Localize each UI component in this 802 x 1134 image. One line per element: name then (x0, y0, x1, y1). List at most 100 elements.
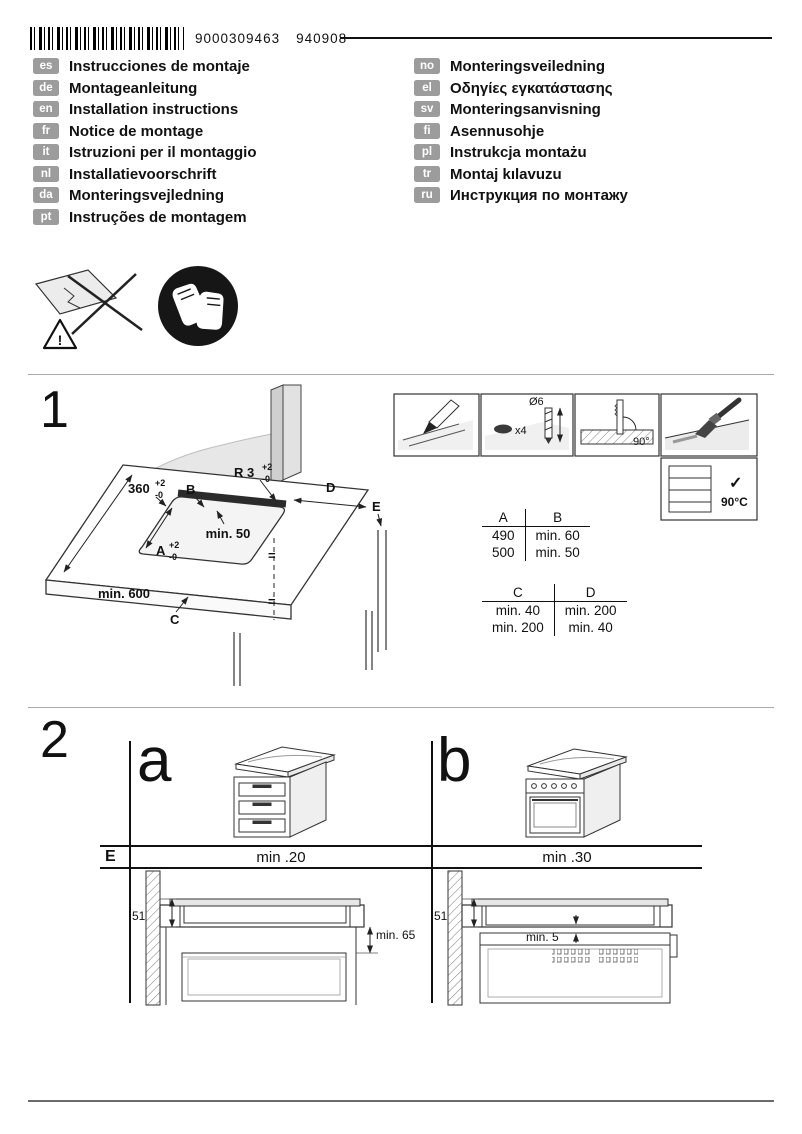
equals-mark: = (268, 594, 276, 609)
clearance-a: min. 65 (376, 928, 416, 942)
language-code-badge: ru (414, 187, 440, 203)
label-a-tol-plus: +2 (169, 540, 179, 550)
table-cell: min. 40 (482, 601, 555, 619)
check-mark: ✓ (729, 475, 742, 492)
vent-slots (552, 948, 592, 964)
variant-a-min-value: min .20 (256, 849, 306, 866)
saw-cut-detail: 90° (580, 399, 654, 448)
scribe-line-detail (398, 399, 473, 450)
table-ab: A B 490 min. 60 500 min. 50 (482, 509, 590, 561)
label-e: E (372, 499, 381, 514)
worktop-thickness-a: 51 (132, 909, 146, 923)
cross-section-a: 51 min. 65 (132, 870, 416, 1006)
language-label: Asennusohje (450, 122, 545, 140)
barcode (30, 27, 184, 50)
table-row: 490 min. 60 (482, 526, 590, 544)
table-cd-col2: D (554, 584, 627, 602)
table-cd-header: C D (482, 584, 627, 602)
language-row: nl Installatievoorschrift (33, 165, 217, 183)
variant-a-label: a (137, 726, 172, 795)
wear-gloves-icon (158, 266, 238, 346)
equals-mark: = (268, 548, 276, 563)
language-label: Instruções de montagem (69, 208, 247, 226)
language-label: Monteringsvejledning (69, 186, 225, 204)
seal-edge-detail (664, 397, 750, 450)
e-row-top-line (100, 845, 702, 847)
language-label: Instrucciones de montaje (69, 57, 250, 75)
table-cell: 490 (482, 526, 526, 544)
step2-number: 2 (40, 711, 69, 769)
safety-icons: ! (34, 266, 238, 350)
oven-drawing (525, 748, 628, 838)
step2-cabinet-drawings (233, 746, 628, 838)
wall-corner (270, 384, 302, 487)
temperature-label: 90°C (721, 495, 748, 509)
language-code-badge: da (33, 187, 59, 203)
language-label: Istruzioni per il montaggio (69, 143, 257, 161)
language-label: Monteringsanvisning (450, 100, 601, 118)
language-label: Montaj kılavuzu (450, 165, 562, 183)
language-code-badge: es (33, 58, 59, 74)
variant-a-border (129, 741, 131, 1003)
vent-slots (598, 948, 638, 964)
hole-diameter-label: Ø6 (529, 396, 544, 408)
variant-b-min-value: min .30 (542, 849, 592, 866)
table-cell: min. 40 (568, 620, 613, 635)
table-ab-col2: B (525, 509, 590, 527)
language-label: Installatievoorschrift (69, 165, 217, 183)
table-cd: C D min. 40 min. 200 min. 200 min. 40 (482, 584, 627, 636)
language-row: pl Instrukcja montażu (414, 143, 587, 161)
min50-label: min. 50 (206, 526, 251, 541)
dimension-labels: 360 +2 -0 B R 3 +2 -0 D E min. 50 A +2 -… (98, 462, 381, 627)
cabinet-legs (233, 530, 387, 686)
language-row: da Monteringsvejledning (33, 186, 224, 204)
language-code-badge: nl (33, 166, 59, 182)
section-divider (28, 707, 774, 708)
step2-cross-sections: 51 min. 65 51 min. 5 (132, 870, 678, 1006)
language-code-badge: pl (414, 144, 440, 160)
language-code-badge: de (33, 80, 59, 96)
table-row: 500 min. 50 (482, 544, 590, 561)
radius-label: R 3 (234, 465, 254, 480)
cross-section-b: 51 min. 5 (434, 870, 678, 1006)
label-d: D (326, 480, 335, 495)
step1-detail-boxes: Ø6 x4 90° ✓ 90°C (393, 393, 758, 521)
step1-number: 1 (40, 381, 69, 439)
language-row: es Instrucciones de montaje (33, 57, 250, 75)
header-rule (340, 37, 772, 39)
language-row: sv Monteringsanvisning (414, 100, 601, 118)
language-label: Notice de montage (69, 122, 204, 140)
language-code-badge: sv (414, 101, 440, 117)
label-c: C (170, 612, 180, 627)
table-cell: min. 60 (535, 528, 580, 543)
label-a-tol-minus: -0 (169, 552, 177, 562)
step1-cutout-drawing: 360 +2 -0 B R 3 +2 -0 D E min. 50 A +2 -… (44, 384, 387, 686)
language-label: Instrukcja montażu (450, 143, 587, 161)
label-a: A (156, 543, 166, 558)
language-code-badge: it (33, 144, 59, 160)
worktop-thickness-b: 51 (434, 909, 448, 923)
language-label: Οδηγίες εγκατάστασης (450, 79, 613, 97)
drill-holes-detail: Ø6 x4 (485, 396, 569, 450)
clearance-b: min. 5 (526, 930, 559, 944)
dimension-lines (63, 474, 383, 620)
warning-exclamation: ! (58, 332, 63, 348)
barcode-number-main: 9000309463 (195, 31, 281, 46)
table-cell: min. 200 (482, 619, 555, 636)
worktop-cutout (138, 489, 287, 565)
dim-360-tol-minus: -0 (155, 490, 163, 500)
min600-label: min. 600 (98, 586, 150, 601)
e-row-label: E (105, 848, 116, 865)
language-code-badge: en (33, 101, 59, 117)
language-code-badge: el (414, 80, 440, 96)
language-label: Инструкция по монтажу (450, 186, 628, 204)
language-row: el Οδηγίες εγκατάστασης (414, 79, 613, 97)
table-cell: min. 200 (564, 603, 617, 618)
dim-360-label: 360 (128, 481, 150, 496)
table-row: min. 40 min. 200 (482, 601, 627, 619)
